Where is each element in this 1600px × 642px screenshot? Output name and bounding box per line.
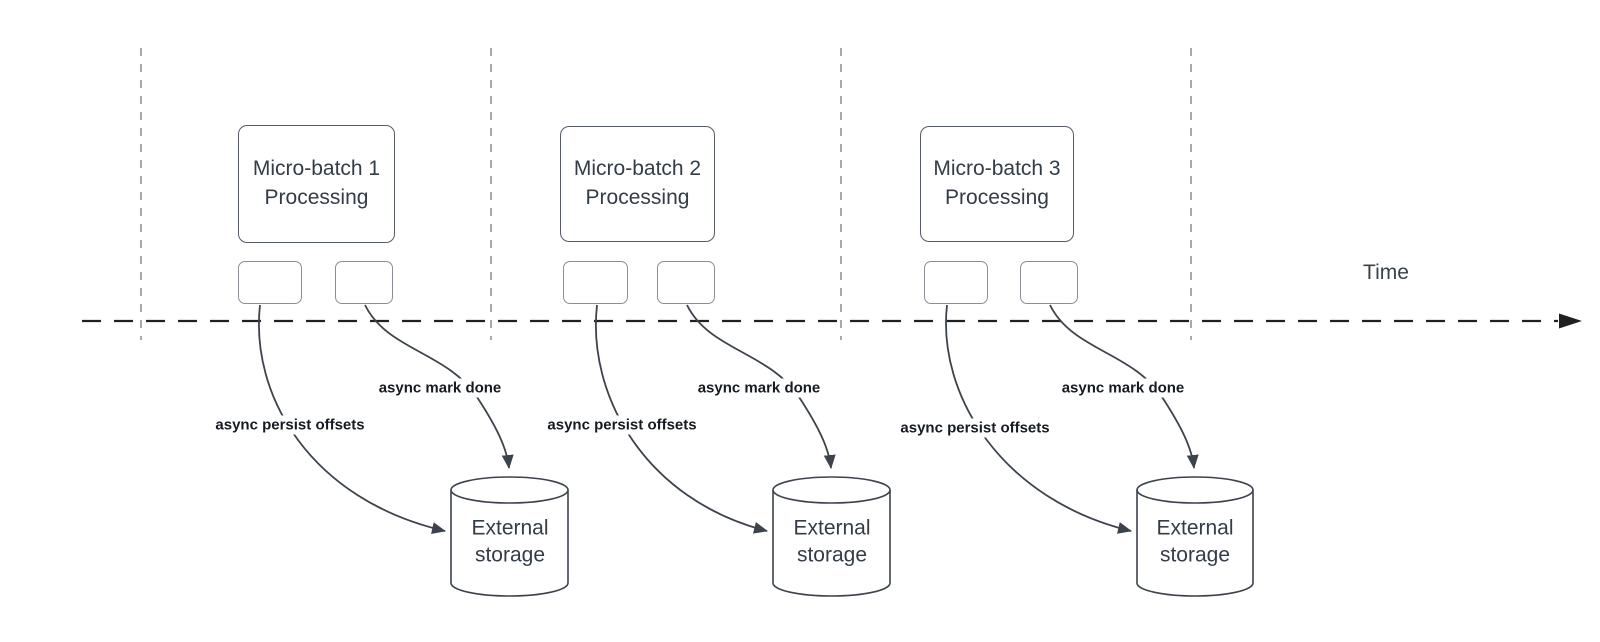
persist-offsets-task-box: [238, 261, 302, 304]
mark-done-label: async mark done: [693, 378, 825, 398]
persist-offsets-label: async persist offsets: [896, 418, 1054, 438]
persist-offsets-arrow: [258, 304, 446, 534]
mark-done-task-box: [335, 261, 393, 304]
mark-done-label: async mark done: [374, 378, 506, 398]
external-storage-label: External storage: [1156, 516, 1234, 567]
time-axis-arrowhead-icon: [1559, 313, 1582, 329]
persist-offsets-arrow: [945, 304, 1132, 534]
storage-layer: [450, 476, 1254, 597]
mark-done-task-box: [1020, 261, 1078, 304]
micro-batch-box: Micro-batch 1 Processing: [238, 125, 395, 243]
persist-offsets-task-box: [924, 261, 988, 304]
persist-offsets-task-box: [563, 261, 628, 304]
external-storage-cylinder: [450, 476, 569, 597]
flow-arrows-layer: [258, 304, 1199, 534]
mark-done-label: async mark done: [1057, 378, 1189, 398]
external-storage-cylinder: [772, 476, 891, 597]
micro-batch-box: Micro-batch 2 Processing: [560, 126, 715, 242]
persist-offsets-label: async persist offsets: [211, 415, 369, 435]
time-axis-label: Time: [1363, 261, 1409, 284]
time-gridlines: [140, 48, 1192, 340]
mark-done-task-box: [657, 261, 715, 304]
external-storage-label: External storage: [471, 516, 549, 567]
external-storage-label: External storage: [793, 516, 871, 567]
persist-offsets-label: async persist offsets: [543, 415, 701, 435]
persist-offsets-arrow: [595, 304, 768, 534]
micro-batch-box: Micro-batch 3 Processing: [920, 126, 1074, 242]
external-storage-cylinder: [1136, 476, 1254, 597]
